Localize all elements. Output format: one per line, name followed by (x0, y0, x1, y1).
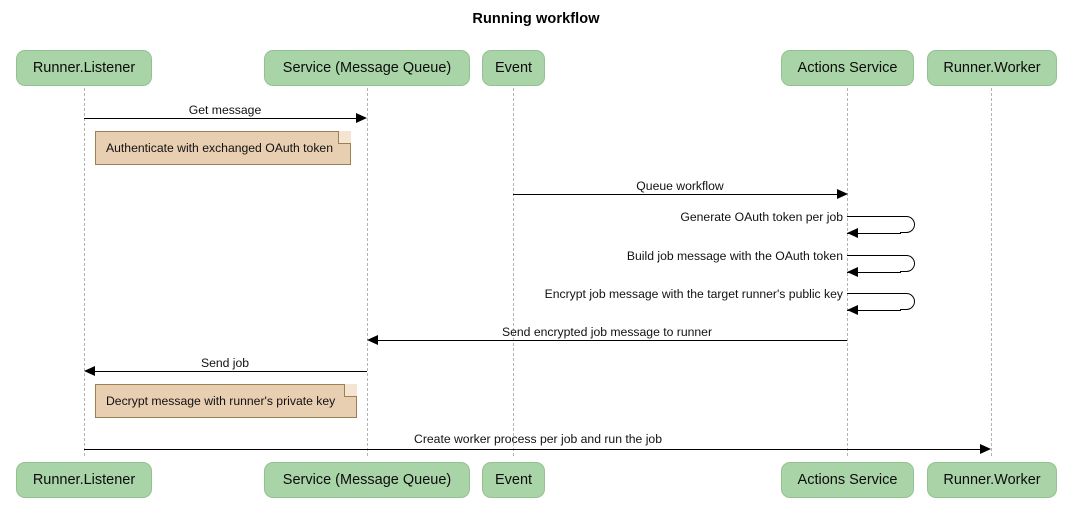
participant-label: Runner.Worker (943, 472, 1041, 488)
message-label-get-message: Get message (188, 103, 262, 117)
message-selfloop-build-job-message (847, 255, 915, 273)
participant-actions-service-top[interactable]: Actions Service (781, 50, 914, 86)
note-fold-icon (344, 384, 357, 397)
message-selfloop-encrypt-job-message (847, 293, 915, 311)
participant-label: Runner.Worker (943, 60, 1041, 76)
message-line-queue-workflow (513, 194, 837, 195)
participant-service-message-queue-bottom[interactable]: Service (Message Queue) (264, 462, 470, 498)
arrowhead-build-job-message (847, 266, 858, 277)
participant-actions-service-bottom[interactable]: Actions Service (781, 462, 914, 498)
lifeline-runner-listener (84, 88, 85, 456)
participant-runner-listener-top[interactable]: Runner.Listener (16, 50, 152, 86)
message-label-encrypt-job-message: Encrypt job message with the target runn… (544, 287, 843, 301)
note-text: Decrypt message with runner's private ke… (106, 394, 336, 408)
participant-event-bottom[interactable]: Event (482, 462, 545, 498)
message-selfloop-generate-oauth-token (847, 216, 915, 234)
participant-label: Event (494, 60, 533, 76)
message-label-build-job-message: Build job message with the OAuth token (626, 249, 843, 263)
arrowhead-create-worker-process (980, 443, 991, 454)
arrowhead-generate-oauth-token (847, 227, 858, 238)
participant-runner-worker-top[interactable]: Runner.Worker (927, 50, 1057, 86)
participant-runner-worker-bottom[interactable]: Runner.Worker (927, 462, 1057, 498)
message-line-get-message (84, 118, 356, 119)
message-label-queue-workflow: Queue workflow (636, 179, 724, 193)
participant-label: Runner.Listener (32, 60, 136, 76)
note-text: Authenticate with exchanged OAuth token (106, 141, 333, 155)
message-label-send-job: Send job (200, 356, 250, 370)
message-label-create-worker-process: Create worker process per job and run th… (414, 432, 662, 446)
lifeline-event (513, 88, 514, 456)
participant-runner-listener-bottom[interactable]: Runner.Listener (16, 462, 152, 498)
arrowhead-get-message (356, 112, 367, 123)
message-line-send-job (95, 371, 367, 372)
message-line-send-encrypted-job-message (378, 340, 847, 341)
participant-label: Actions Service (797, 60, 898, 76)
note-authenticate: Authenticate with exchanged OAuth token (95, 131, 351, 165)
participant-service-message-queue-top[interactable]: Service (Message Queue) (264, 50, 470, 86)
lifeline-runner-worker (991, 88, 992, 456)
arrowhead-queue-workflow (837, 188, 848, 199)
arrowhead-send-encrypted-job-message (367, 334, 378, 345)
participant-label: Service (Message Queue) (282, 472, 452, 488)
arrowhead-encrypt-job-message (847, 304, 858, 315)
arrowhead-send-job (84, 365, 95, 376)
participant-label: Runner.Listener (32, 472, 136, 488)
note-fold-icon (338, 131, 351, 144)
participant-label: Event (494, 472, 533, 488)
lifeline-service-message-queue (367, 88, 368, 456)
diagram-title: Running workflow (472, 11, 600, 27)
message-label-generate-oauth-token: Generate OAuth token per job (680, 210, 843, 224)
participant-label: Service (Message Queue) (282, 60, 452, 76)
message-line-create-worker-process (84, 449, 980, 450)
participant-label: Actions Service (797, 472, 898, 488)
note-decrypt: Decrypt message with runner's private ke… (95, 384, 357, 418)
message-label-send-encrypted-job-message: Send encrypted job message to runner (501, 325, 713, 339)
participant-event-top[interactable]: Event (482, 50, 545, 86)
